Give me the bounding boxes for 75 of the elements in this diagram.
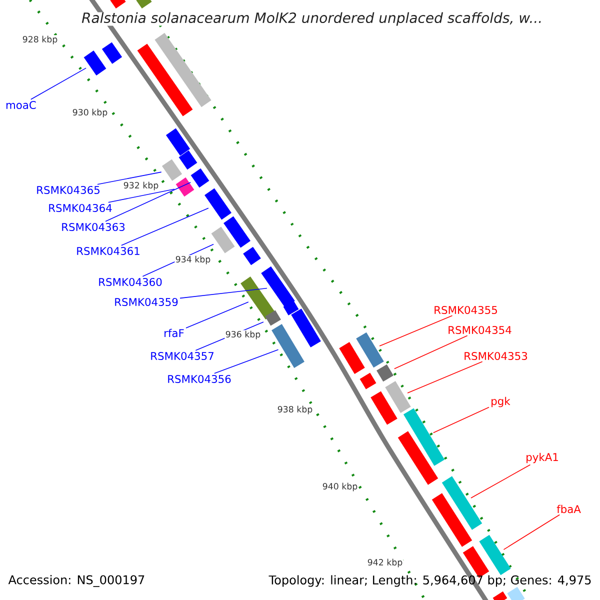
- leader-line: [470, 464, 531, 498]
- gene-bar: [507, 586, 525, 600]
- gene-bar: [432, 493, 472, 547]
- gene-bar: [370, 391, 398, 425]
- gene-bar: [162, 159, 182, 181]
- gene-bar: [376, 364, 394, 382]
- gene-label: RSMK04354: [448, 326, 512, 334]
- gene-label: RSMK04355: [434, 306, 497, 314]
- gene-bar: [265, 310, 281, 326]
- scale-label: 932 kbp: [122, 181, 160, 191]
- gene-bar: [166, 128, 190, 156]
- gene-label: RSMK04356: [168, 374, 231, 384]
- scale-label: 936 kbp: [224, 330, 262, 340]
- gene-bar: [339, 342, 365, 374]
- leader-line: [30, 68, 86, 100]
- scale-label: 930 kbp: [72, 108, 108, 118]
- gene-label: moaC: [6, 100, 36, 110]
- gene-bar: [360, 372, 376, 390]
- gene-bar: [176, 177, 194, 197]
- leader-line: [97, 172, 162, 185]
- leader-line: [105, 182, 191, 222]
- scale-label: 938 kbp: [276, 405, 314, 415]
- scale-label: 928 kbp: [22, 35, 58, 45]
- leader-line: [180, 288, 268, 299]
- footer-text: Accession: NS_000197: [8, 575, 144, 587]
- gene-bar: [398, 431, 438, 485]
- title: Ralstonia solanacearum MolK2 unordered unplaced scaffolds, w...: [82, 12, 542, 26]
- leader-line: [503, 514, 560, 550]
- gene-bar: [110, 0, 126, 9]
- leader-line: [394, 335, 468, 370]
- gene-bar: [442, 476, 482, 530]
- gene-bar: [204, 188, 232, 220]
- gene-label: RSMK04365: [37, 186, 100, 194]
- gene-bar: [102, 42, 122, 64]
- gene-bar: [211, 226, 235, 254]
- footer-text: Topology: linear; Length: 5,964,607 bp; Genes: 4,975: [268, 575, 591, 587]
- gene-bar: [356, 332, 384, 368]
- gene-bar: [479, 534, 511, 576]
- scale-label: 942 kbp: [366, 558, 404, 568]
- gene-bar: [190, 168, 210, 188]
- scale-label: 940 kbp: [322, 482, 358, 492]
- leader-line: [214, 349, 279, 374]
- gene-bar: [403, 408, 445, 466]
- gene-bar: [224, 216, 250, 248]
- gene-label: rfaF: [164, 328, 184, 338]
- leader-line: [407, 361, 483, 394]
- gene-bar: [137, 44, 193, 116]
- leader-line: [121, 208, 209, 246]
- gene-bar: [385, 381, 411, 413]
- gene-label: fbaA: [556, 504, 581, 514]
- gene-label: RSMK04361: [77, 246, 140, 256]
- gene-label: RSMK04364: [49, 204, 112, 212]
- gene-bar: [272, 324, 304, 368]
- gene-label: pgk: [492, 396, 510, 408]
- gene-label: pykA1: [526, 452, 558, 464]
- leader-line: [379, 315, 453, 346]
- gene-bar: [178, 150, 198, 170]
- gene-bar: [261, 266, 295, 308]
- gene-bar: [492, 591, 508, 600]
- gene-bar: [291, 308, 321, 348]
- gene-bar: [84, 50, 106, 76]
- gene-bar: [154, 32, 212, 108]
- gene-bar: [136, 0, 152, 9]
- gene-label: RSMK04363: [62, 222, 125, 232]
- gene-label: RSMK04359: [115, 298, 178, 306]
- gene-label: RSMK04360: [99, 278, 162, 286]
- leader-line: [186, 302, 249, 328]
- gene-bar: [240, 276, 276, 320]
- scale-label: 934 kbp: [174, 255, 212, 265]
- leader-line: [108, 188, 175, 203]
- leader-line: [432, 406, 490, 434]
- gene-label: RSMK04357: [151, 352, 214, 360]
- gene-label: RSMK04353: [464, 352, 528, 360]
- gene-bar: [243, 246, 261, 266]
- gene-bar: [283, 300, 299, 316]
